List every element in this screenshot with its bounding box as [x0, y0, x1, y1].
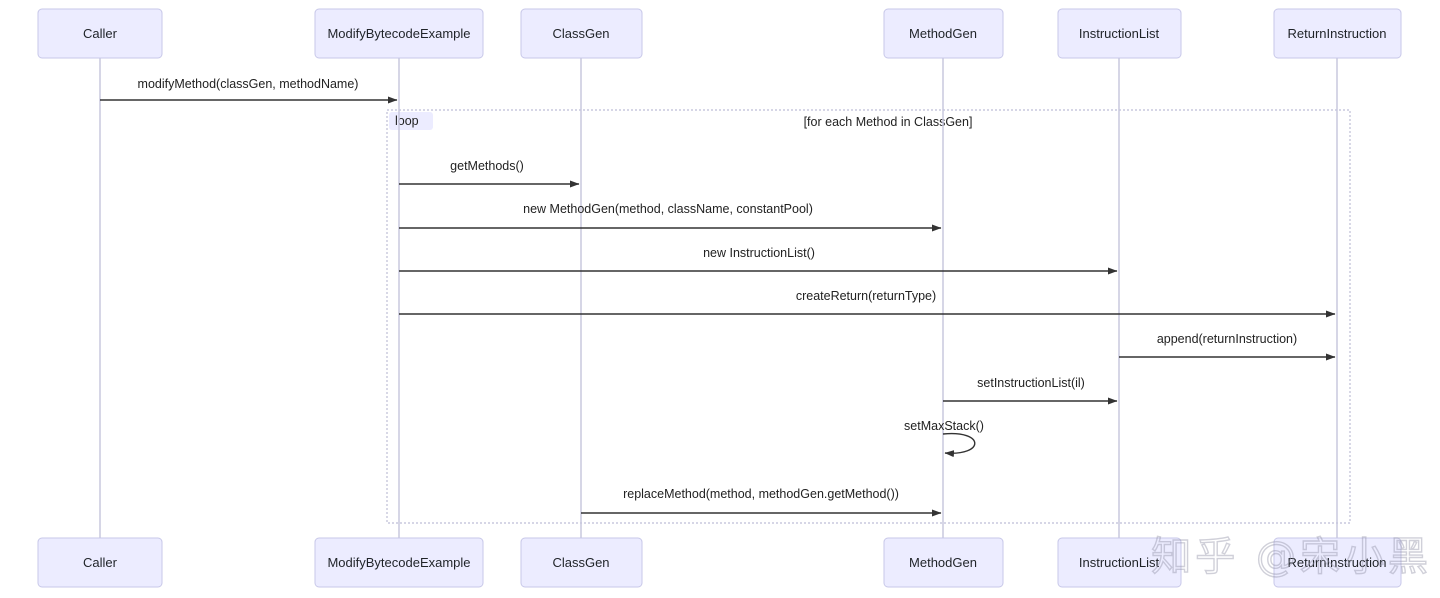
lifelines-layer [99, 58, 1338, 538]
participant-label-top-classgen: ClassGen [552, 26, 609, 41]
participant-label-bottom-instlist: InstructionList [1079, 555, 1160, 570]
participant-label-top-example: ModifyBytecodeExample [327, 26, 470, 41]
participant-box-bottom-methodgen[interactable] [883, 537, 1004, 588]
participant-box-bottom-classgen[interactable] [520, 537, 643, 588]
participant-box-top-classgen[interactable] [520, 8, 643, 59]
participant-box-top-caller[interactable] [37, 8, 163, 59]
participant-label-bottom-classgen: ClassGen [552, 555, 609, 570]
participant-box-top-example[interactable] [314, 8, 484, 59]
message-label: replaceMethod(method, methodGen.getMetho… [623, 487, 899, 501]
loop-tag-background [389, 112, 433, 130]
participant-boxes-top: Caller ModifyBytecodeExample ClassGen Metho… [37, 8, 1402, 59]
message-label: createReturn(returnType) [796, 289, 936, 303]
loop-fragment-layer: loop [for each Method in ClassGen] [386, 109, 1351, 524]
message-1: modifyMethod(classGen, methodName) [100, 77, 398, 104]
participant-boxes-bottom: Caller ModifyBytecodeExample ClassGen Metho… [37, 537, 1402, 588]
message-2: getMethods() [399, 159, 580, 188]
loop-fragment-box [386, 109, 1351, 524]
participant-label-bottom-example: ModifyBytecodeExample [327, 555, 470, 570]
loop-tag-label: loop [395, 114, 419, 128]
message-label: new InstructionList() [703, 246, 815, 260]
participant-box-bottom-instlist[interactable] [1057, 537, 1182, 588]
message-label: new MethodGen(method, className, constan… [523, 202, 813, 216]
message-8: setMaxStack() [904, 419, 984, 458]
message-label: append(returnInstruction) [1157, 332, 1297, 346]
participant-box-bottom-retinst[interactable] [1273, 537, 1402, 588]
message-self-arrow [942, 432, 976, 458]
participant-box-top-methodgen[interactable] [883, 8, 1004, 59]
message-7: setInstructionList(il) [943, 376, 1118, 405]
participant-box-top-retinst[interactable] [1273, 8, 1402, 59]
message-label: setMaxStack() [904, 419, 984, 433]
loop-condition-label: [for each Method in ClassGen] [804, 115, 973, 129]
participant-label-top-retinst: ReturnInstruction [1288, 26, 1387, 41]
message-3: new MethodGen(method, className, constan… [399, 202, 942, 232]
participant-label-bottom-methodgen: MethodGen [909, 555, 977, 570]
participant-box-top-instlist[interactable] [1057, 8, 1182, 59]
message-4: new InstructionList() [399, 246, 1118, 275]
message-6: append(returnInstruction) [1119, 332, 1336, 361]
participant-label-bottom-caller: Caller [83, 555, 118, 570]
participant-label-top-methodgen: MethodGen [909, 26, 977, 41]
participant-label-top-instlist: InstructionList [1079, 26, 1160, 41]
message-9: replaceMethod(method, methodGen.getMetho… [581, 487, 942, 517]
message-5: createReturn(returnType) [399, 289, 1336, 318]
message-label: setInstructionList(il) [977, 376, 1085, 390]
participant-label-bottom-retinst: ReturnInstruction [1288, 555, 1387, 570]
participant-box-bottom-caller[interactable] [37, 537, 163, 588]
messages-layer: modifyMethod(classGen, methodName) getMet… [100, 77, 1336, 517]
participant-box-bottom-example[interactable] [314, 537, 484, 588]
participant-label-top-caller: Caller [83, 26, 118, 41]
message-label: getMethods() [450, 159, 524, 173]
message-label: modifyMethod(classGen, methodName) [138, 77, 359, 91]
